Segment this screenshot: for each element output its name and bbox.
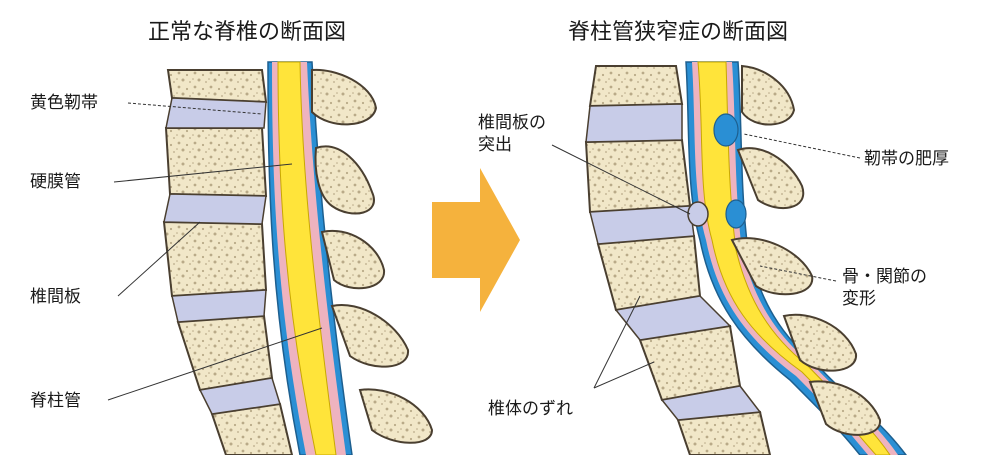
label-disc-protrusion-line1: 椎間板の xyxy=(478,113,546,133)
disc-protrusion xyxy=(687,201,709,227)
label-ligament-thickening: 靭帯の肥厚 xyxy=(864,149,949,169)
label-disc-protrusion-line2: 突出 xyxy=(478,135,512,155)
title-normal-spine: 正常な脊椎の断面図 xyxy=(148,20,347,45)
thickened-ligament-1 xyxy=(713,113,739,147)
normal-discs xyxy=(163,97,281,415)
label-disc: 椎間板 xyxy=(30,287,81,307)
label-spinal-canal: 脊柱管 xyxy=(30,391,81,411)
leader-lines xyxy=(107,102,861,401)
normal-spine-diagram xyxy=(162,61,434,455)
stenosis-discs xyxy=(585,103,762,421)
stenosis-spine-diagram xyxy=(584,61,907,455)
label-dura: 硬膜管 xyxy=(30,172,81,192)
right-arrow-icon xyxy=(432,168,520,312)
title-stenosis: 脊柱管狭窄症の断面図 xyxy=(568,20,789,45)
label-bone-joint-line1: 骨・関節の xyxy=(842,267,927,287)
normal-spinal-canal xyxy=(267,61,353,455)
label-bone-joint-line2: 変形 xyxy=(842,289,876,309)
normal-posterior-processes xyxy=(311,68,434,444)
stenosis-posterior-processes xyxy=(730,64,881,436)
label-vertebra-slip: 椎体のずれ xyxy=(488,399,573,419)
thickened-ligament-2 xyxy=(725,199,747,229)
label-yellow-ligament: 黄色靭帯 xyxy=(30,93,98,113)
